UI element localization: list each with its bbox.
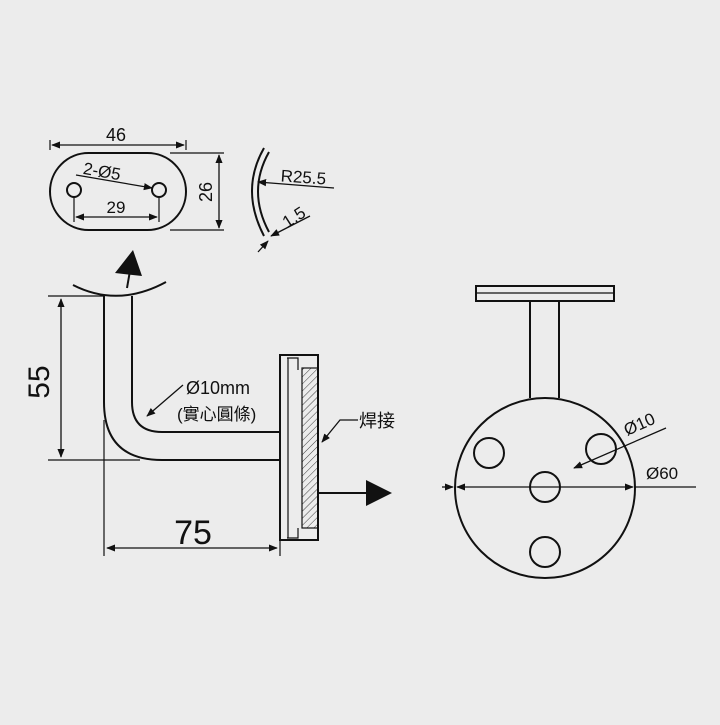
thickness-arrow-inner (270, 215, 311, 237)
hole-spacing-label: 29 (107, 198, 126, 217)
rod-callout-leader (146, 384, 184, 417)
thickness-label: 1.5 (279, 203, 309, 232)
hole-callout-leader (573, 427, 667, 469)
front-view: Ø60 Ø10 (442, 285, 696, 579)
wall-plate-hatch (301, 367, 319, 529)
saddle-detail: R25.5 1.5 (251, 147, 335, 253)
mounting-disc (454, 397, 636, 579)
holes-label: 2-Ø5 (82, 159, 123, 184)
side-height-label: 55 (23, 365, 56, 398)
mount-hole-left (66, 182, 82, 198)
oval-plate-outline (49, 152, 187, 231)
weld-label: 焊接 (359, 411, 395, 431)
side-view: 55 75 Ø10mm (實心圓條) 焊接 (23, 250, 395, 556)
plate-top-view: 46 26 2-Ø5 29 (49, 125, 224, 231)
view-arrow-head-icon (115, 250, 142, 276)
saddle-inner-arc (257, 151, 270, 233)
rod-note-label: (實心圓條) (177, 405, 256, 424)
plate-height-label: 26 (196, 182, 216, 202)
rod-outer-edge (103, 296, 280, 461)
wall-plate-step (287, 357, 299, 539)
rod-diameter-label: Ø10mm (186, 378, 250, 398)
radius-leader (257, 179, 335, 189)
side-saddle-arc (72, 281, 167, 297)
disc-hole-right (585, 433, 617, 465)
saddle-outer-arc (251, 147, 265, 237)
hole-diameter-label: Ø10 (621, 409, 658, 439)
rod-inner-edge (131, 296, 280, 433)
side-length-label: 75 (174, 514, 212, 552)
plate-width-label: 46 (106, 125, 126, 145)
weld-callout-leader (321, 419, 358, 443)
radius-label: R25.5 (280, 166, 327, 188)
disc-hole-bottom (529, 536, 561, 568)
diameter-label: Ø60 (646, 464, 678, 483)
wall-plate-outline (279, 354, 319, 541)
hole-leader-line (75, 174, 153, 191)
mount-hole-right (151, 182, 167, 198)
extension-arrow-head-icon (366, 480, 392, 506)
disc-hole-left (473, 437, 505, 469)
thickness-arrow-outer (257, 240, 269, 253)
